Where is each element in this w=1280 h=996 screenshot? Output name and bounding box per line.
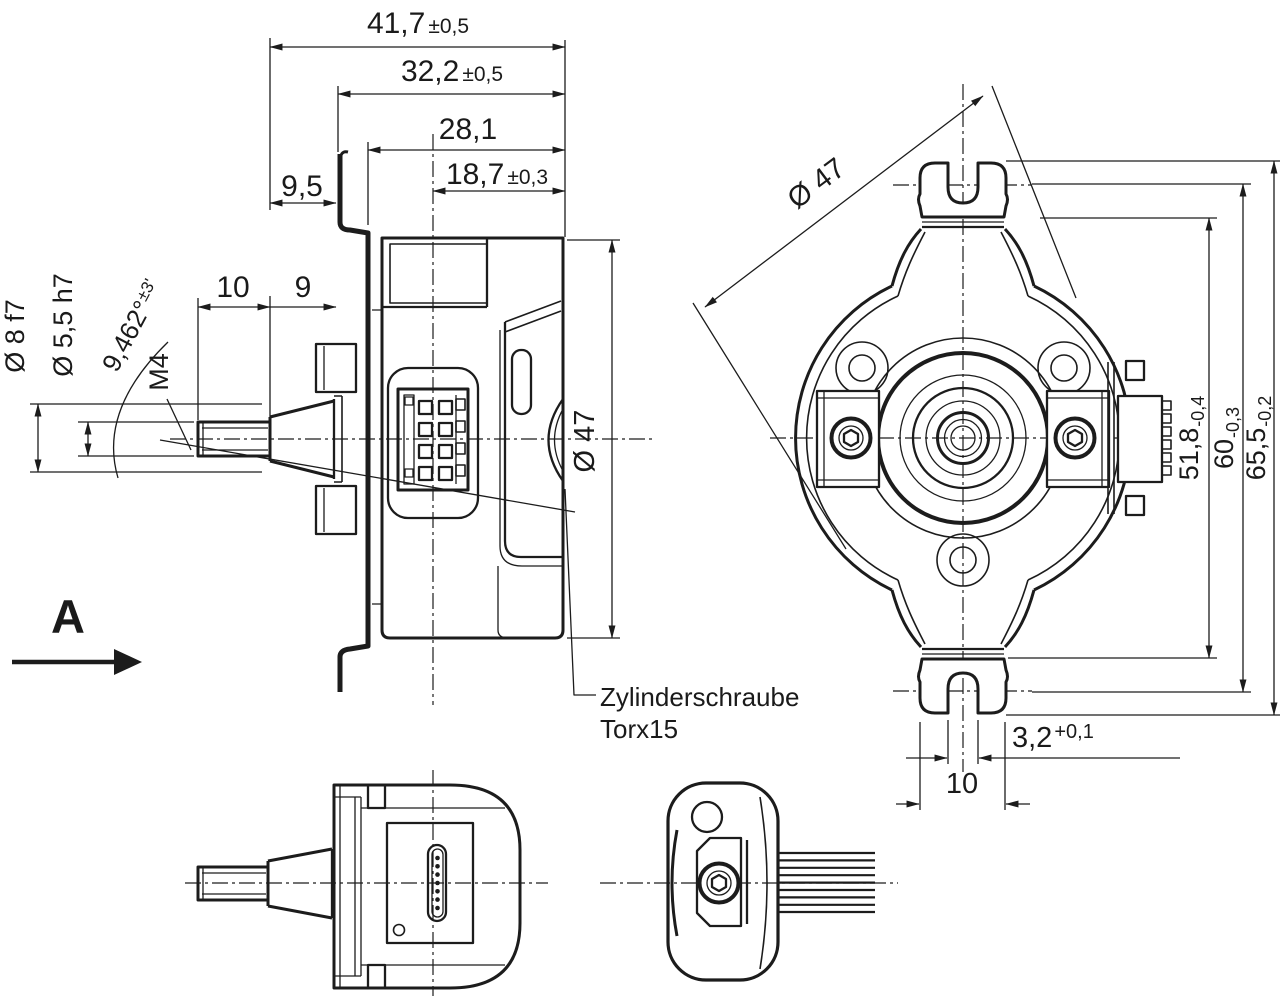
- dim-height-60: 60-0,3: [1209, 407, 1243, 469]
- dim-shaft-length: 10: [216, 271, 249, 304]
- bottom-view: [196, 783, 522, 990]
- extension-lines: [30, 38, 1280, 810]
- spring-tab-bottom: [890, 579, 1036, 715]
- dim-tab-width: 10: [946, 768, 978, 800]
- bottom-shaft: [196, 865, 268, 902]
- dim-shaft-dia-5-5: Ø 5,5 h7: [48, 273, 78, 377]
- flange-plate: [337, 154, 371, 692]
- view-a-hole: [690, 800, 724, 834]
- callout-line2: Torx15: [600, 714, 678, 744]
- dim-mount-depth: 28,1: [439, 113, 497, 146]
- connector-pins: [417, 399, 454, 482]
- encoder-body: [380, 236, 565, 640]
- body-circle: [794, 284, 893, 592]
- dim-total-length: 41,7±0,5: [367, 7, 469, 40]
- torx-screw-left: [829, 416, 873, 460]
- ribbon-cable: [778, 851, 875, 914]
- dim-thread-m4: M4: [144, 353, 174, 391]
- flange-lug-bottom: [314, 484, 358, 536]
- dim-body-dia-front: Ø 47: [782, 152, 851, 215]
- connector-8pin: [396, 387, 470, 492]
- callout-zylinderschraube: Zylinderschraube Torx15: [600, 682, 799, 744]
- side-view: [112, 150, 576, 692]
- bottom-connector-panel: [385, 821, 475, 945]
- dim-shaft-dia-8: Ø 8 f7: [0, 299, 30, 373]
- dimension-lines: [34, 43, 1278, 808]
- view-arrow-label: A: [51, 590, 85, 643]
- torx-screw-right: [1053, 416, 1097, 460]
- view-a: [666, 781, 875, 982]
- dim-taper-length: 9: [295, 271, 312, 304]
- bottom-connector-slot: [426, 843, 448, 923]
- callout-line1: Zylinderschraube: [600, 682, 799, 712]
- panel-slot: [510, 348, 533, 416]
- dim-connector-depth: 18,7±0,3: [446, 158, 548, 191]
- dim-height-65-5: 65,5-0,2: [1241, 396, 1275, 481]
- shaft-outline: [196, 420, 270, 458]
- dim-body-dia-side: Ø 47: [569, 410, 601, 473]
- view-a-screw: [697, 861, 741, 905]
- dim-body-length: 32,2±0,5: [401, 55, 503, 88]
- flange-lug-top: [314, 342, 358, 394]
- view-arrow-a: A: [12, 590, 142, 675]
- connector-housing: [386, 366, 480, 520]
- front-view: [794, 161, 1172, 715]
- screw-dome: [547, 398, 564, 482]
- side-connector: [1107, 359, 1172, 517]
- slot-pins: [435, 855, 440, 911]
- dim-slot-width: 3,2+0,1: [1012, 721, 1094, 754]
- bottom-body: [332, 783, 522, 990]
- dim-height-51-8: 51,8-0,4: [1174, 396, 1208, 481]
- dim-flange-offset: 9,5: [281, 170, 323, 203]
- centerlines: [170, 84, 1152, 996]
